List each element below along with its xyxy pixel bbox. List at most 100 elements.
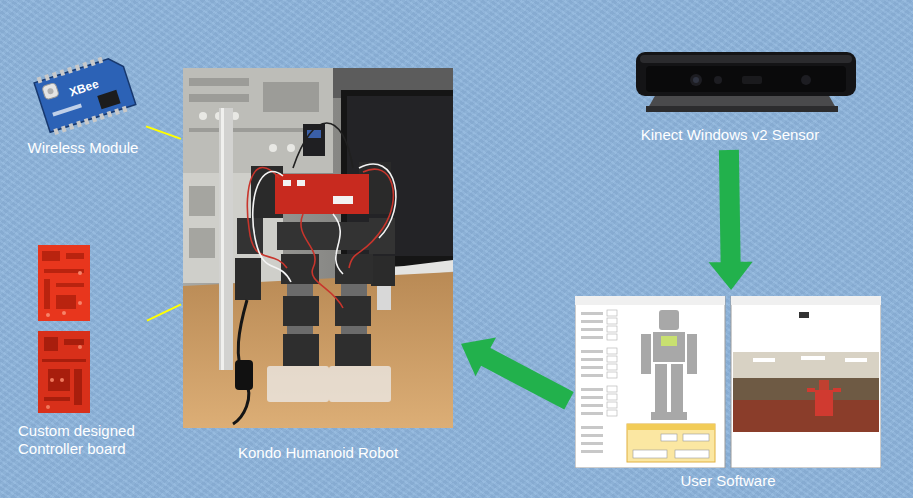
robot-photo-part [283, 180, 353, 204]
robot-photo-part [283, 180, 291, 186]
software-screenshot-part [733, 352, 879, 432]
node-caption: Custom designed Controller board [15, 422, 145, 458]
software-screenshot-part [607, 334, 617, 340]
robot-photo-part [287, 144, 295, 152]
robot-photo-part [235, 258, 261, 300]
robot-photo-part [333, 196, 353, 204]
picture-node: Wireless Module [22, 55, 144, 157]
software-screenshot-part [733, 352, 879, 378]
software-screenshot-part [655, 364, 667, 414]
robot-photo-part [287, 326, 313, 334]
software-screenshot-part [799, 312, 809, 318]
software-screenshot-part [581, 320, 603, 323]
picture-area [183, 68, 453, 428]
xbee-picture-part [60, 69, 66, 76]
robot-photo-part [189, 228, 215, 258]
software-screenshot-part [581, 312, 603, 453]
software-screenshot-part [627, 424, 715, 430]
software-screenshot-part [815, 390, 833, 416]
xbee-picture-part [34, 55, 136, 132]
software-screenshot [575, 296, 881, 468]
robot-photo-part [219, 108, 233, 370]
software-screenshot-part [641, 334, 651, 374]
robot-photo-part [371, 256, 395, 286]
robot-photo-part [277, 222, 381, 250]
kinect-picture-part [693, 77, 699, 83]
xbee-picture-part [44, 74, 50, 81]
node-caption: Kinect Windows v2 Sensor [630, 126, 860, 144]
robot-photo-part [335, 334, 371, 366]
flow-arrow [461, 337, 574, 409]
software-screenshot-part [683, 434, 709, 441]
pcb-picture-part [56, 295, 76, 309]
xbee-picture-part [47, 87, 55, 95]
robot-photo-part [283, 296, 319, 326]
pcb-picture-part [78, 271, 82, 275]
software-screenshot-part [607, 318, 617, 324]
pcb-picture-part [74, 369, 82, 405]
pcb-picture-part [44, 337, 58, 351]
software-screenshot-part [659, 310, 679, 330]
robot-photo-part [199, 112, 295, 152]
xbee-picture-part [33, 51, 137, 136]
xbee-picture-part [84, 118, 90, 125]
software-screenshot-part [581, 328, 603, 331]
xbee-picture-part [52, 103, 82, 116]
software-screenshot-part [581, 412, 603, 415]
robot-photo-part [349, 169, 393, 268]
pointer-line [147, 304, 181, 320]
robot-photo-part [269, 144, 277, 152]
robot-photo-part [235, 360, 253, 390]
pcb-picture [34, 243, 96, 417]
software-screenshot-part [581, 442, 603, 445]
robot-photo-part [189, 78, 249, 86]
software-screenshot-part [575, 296, 725, 305]
pcb-picture-part [78, 301, 82, 305]
xbee-picture-part [107, 111, 113, 118]
xbee-picture-part [61, 125, 67, 132]
software-screenshot-part [607, 402, 617, 408]
pcb-picture-part [44, 279, 50, 309]
kinect-picture-part [636, 52, 856, 96]
pcb-picture-part [38, 245, 90, 321]
software-screenshot-part [581, 450, 603, 453]
robot-photo-part [253, 172, 291, 282]
software-screenshot-part [581, 434, 603, 437]
pcb-picture-part [42, 251, 84, 309]
pcb-picture-part [62, 311, 66, 315]
robot-photo-part [267, 366, 329, 402]
pcb-picture-part [46, 405, 50, 409]
kinect-picture-part [640, 55, 852, 63]
software-screenshot-part [819, 380, 829, 390]
robot-photo-part [333, 214, 343, 274]
node-caption: Kondo Humanoid Robot [183, 444, 453, 462]
software-screenshot-part [581, 336, 603, 339]
pointer-line [146, 126, 181, 139]
xbee-picture-part [37, 54, 128, 135]
software-screenshot-part [633, 434, 709, 458]
software-screenshot-part [607, 348, 617, 354]
pcb-picture-part [38, 331, 90, 413]
software-screenshot-part [581, 396, 603, 399]
software-screenshot-part [661, 434, 677, 441]
robot-photo-part [199, 112, 207, 120]
robot-photo-part [189, 186, 215, 216]
software-screenshot-part [651, 412, 669, 420]
picture-area [575, 296, 881, 468]
software-screenshot-part [661, 336, 677, 346]
software-screenshot-part [731, 296, 881, 468]
software-screenshot-part [607, 364, 617, 370]
robot-photo-part [293, 123, 353, 168]
software-screenshot-part [607, 372, 617, 378]
software-screenshot-part [669, 412, 687, 420]
robot-photo-part [341, 284, 367, 296]
xbee-picture-part [37, 77, 43, 84]
picture-node: Kondo Humanoid Robot [183, 68, 453, 462]
software-screenshot-part [581, 374, 603, 377]
software-screenshot-part [731, 296, 881, 305]
xbee-picture-part [69, 123, 75, 130]
kinect-picture-part [714, 76, 722, 84]
xbee-picture-part [91, 116, 97, 123]
